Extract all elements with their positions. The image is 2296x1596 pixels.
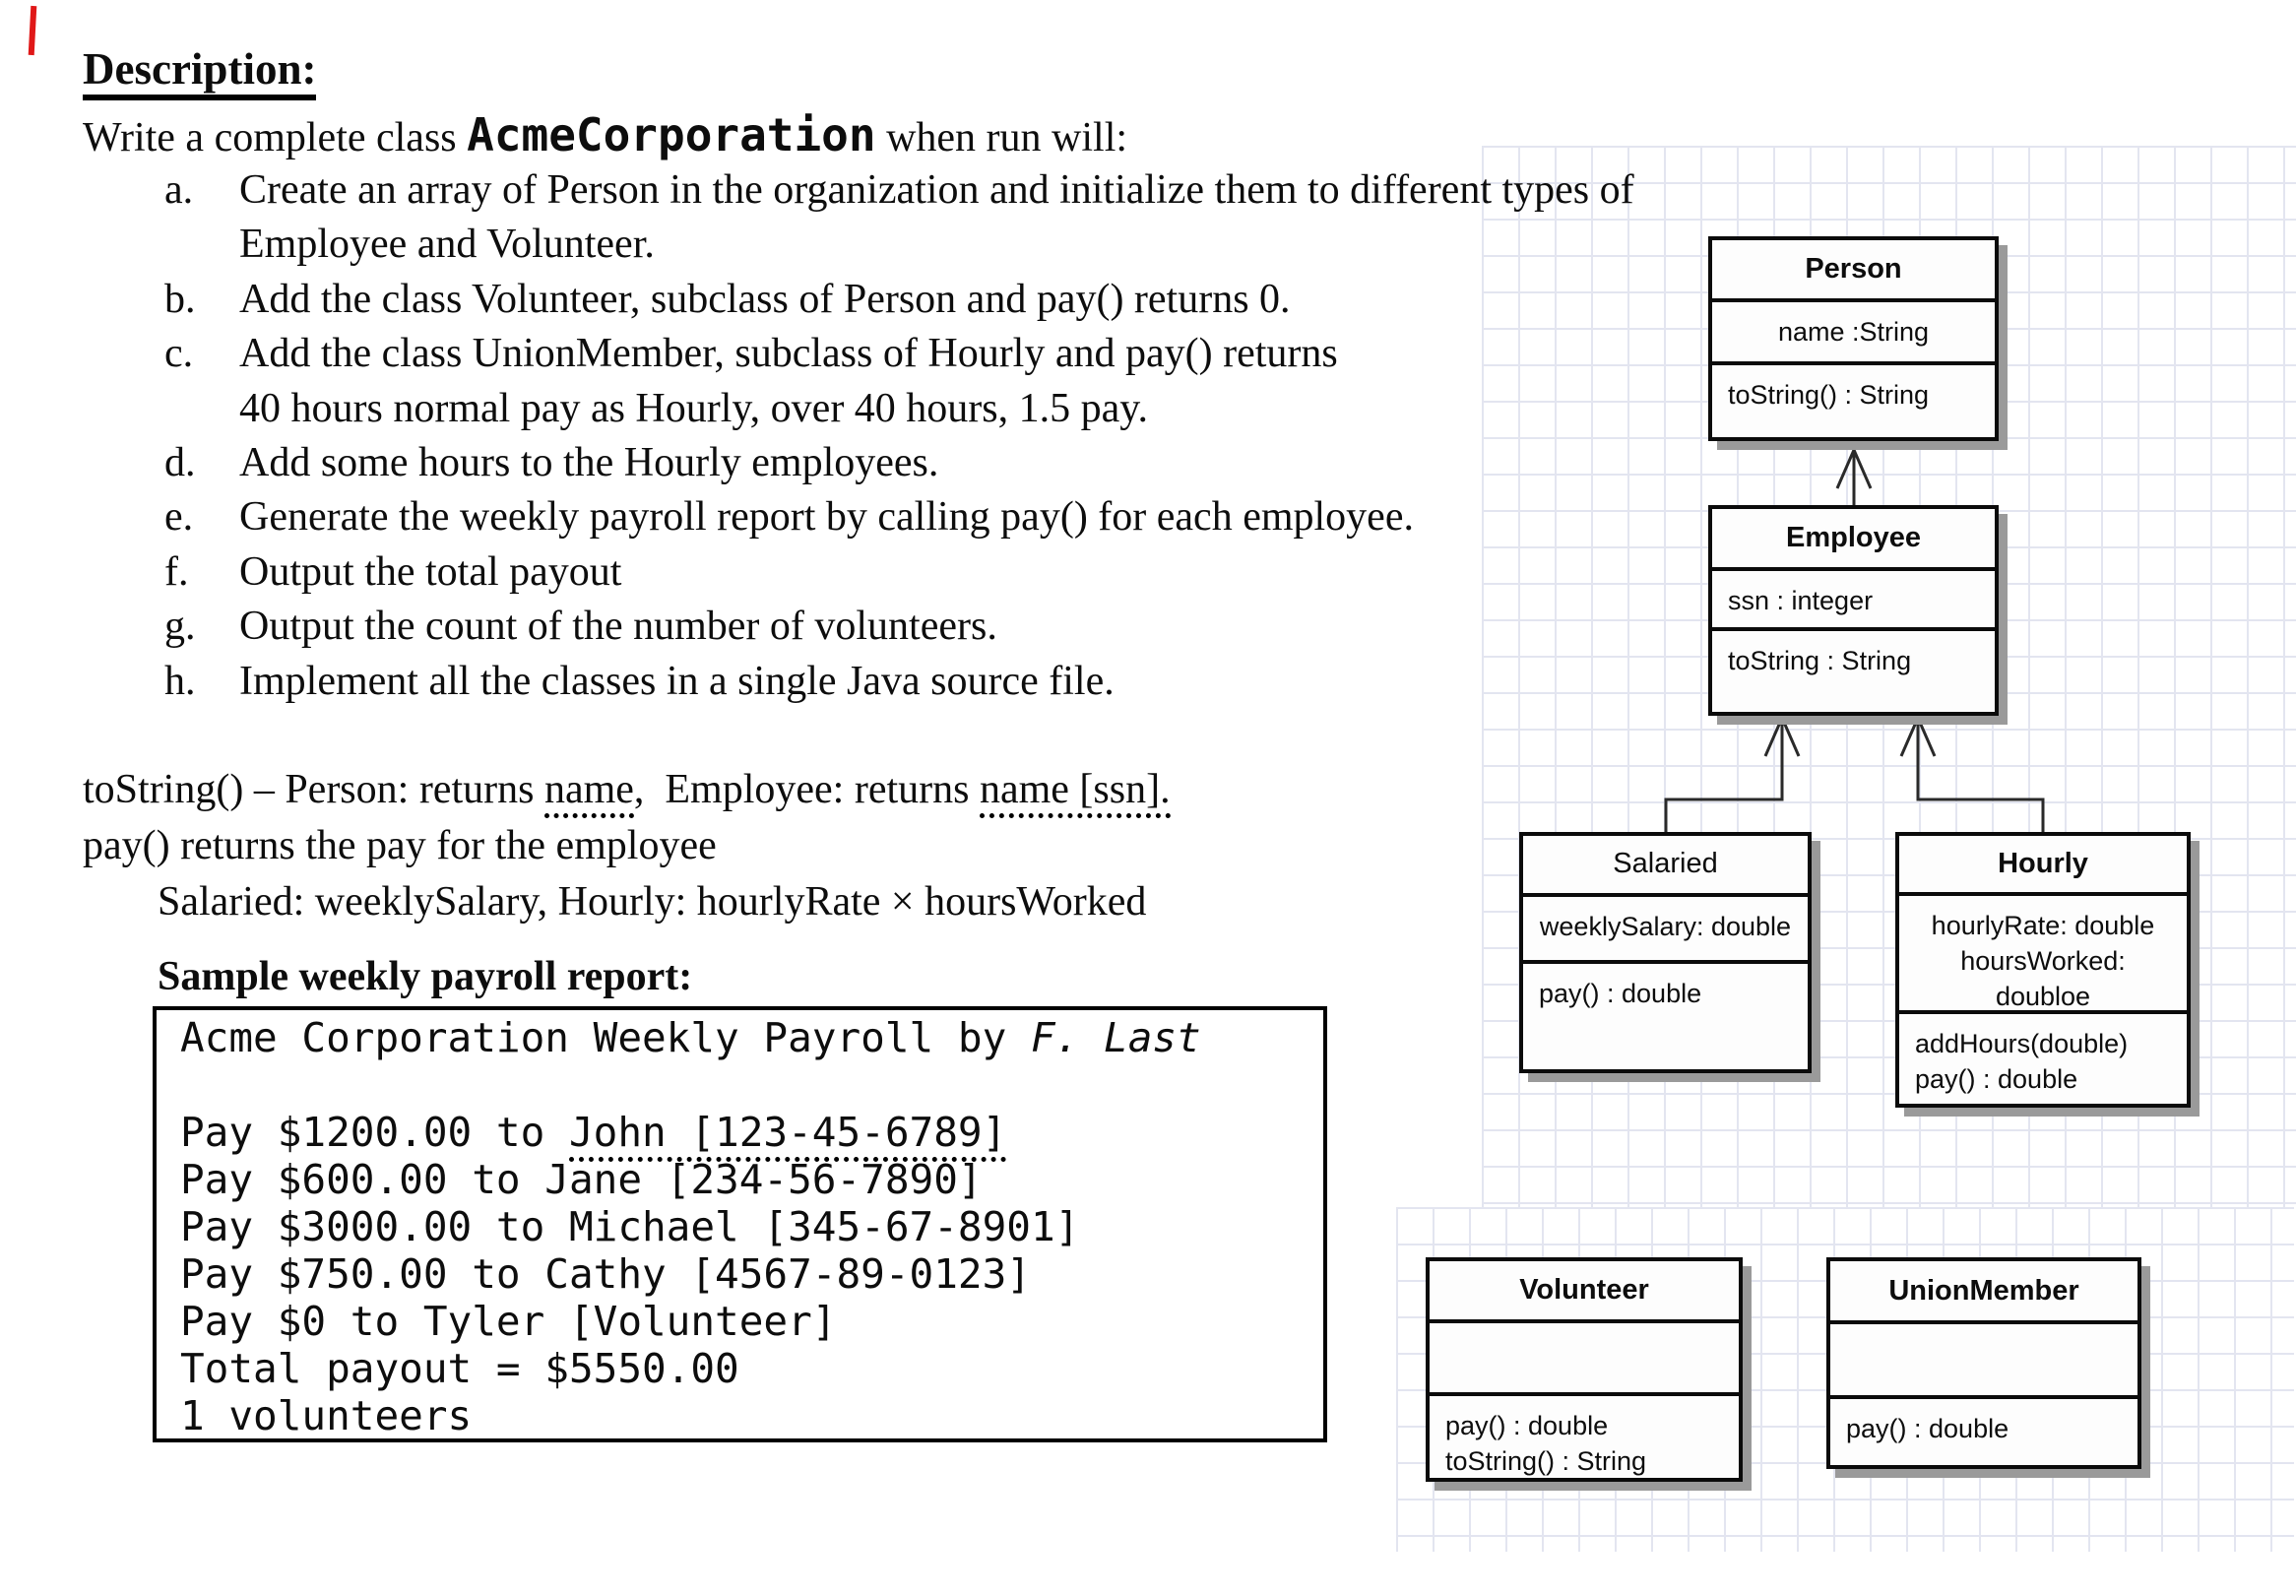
text-segment-dotted-underline: John [123-45-6789] xyxy=(568,1109,1007,1162)
uml-attributes-compartment: weeklySalary: double xyxy=(1523,892,1808,960)
uml-attributes-compartment xyxy=(1430,1318,1739,1392)
uml-class-title: Salaried xyxy=(1613,848,1718,880)
list-item-text: Output the count of the number of volunt… xyxy=(239,604,997,649)
text-segment-dotted-underline: name [ssn]. xyxy=(979,767,1171,818)
text-segment: , Employee: returns xyxy=(633,767,980,812)
uml-methods-compartment: toString : String xyxy=(1712,627,1995,712)
text-segment: Pay $0 to Tyler [Volunteer] xyxy=(180,1298,837,1345)
text-segment: Pay $600.00 to Jane [234-56-7890] xyxy=(180,1156,983,1203)
description-heading: Description: xyxy=(83,45,317,101)
sample-report-heading: Sample weekly payroll report: xyxy=(158,954,693,999)
list-item-text: Add the class Volunteer, subclass of Per… xyxy=(239,277,1291,322)
list-item-letter: e. xyxy=(164,494,194,540)
list-item-text: 40 hours normal pay as Hourly, over 40 h… xyxy=(239,386,1149,431)
list-item-text: Employee and Volunteer. xyxy=(239,222,655,267)
text-segment: pay() returns the pay for the employee xyxy=(83,823,717,868)
sample-report-box xyxy=(153,1006,1327,1442)
list-item-letter: c. xyxy=(164,331,194,376)
text-segment: Salaried: weeklySalary, Hourly: hourlyRa… xyxy=(158,879,1147,925)
text-segment-italic: F. Last xyxy=(1030,1014,1201,1061)
text-segment: Write a complete class xyxy=(83,115,468,160)
text-segment: toString() – Person: returns xyxy=(83,767,544,812)
list-item-text: Add the class UnionMember, subclass of H… xyxy=(239,331,1338,376)
red-pen-mark xyxy=(28,5,37,56)
text-segment: Pay $3000.00 to Michael [345-67-8901] xyxy=(180,1203,1080,1250)
text-segment: when run will: xyxy=(875,115,1128,160)
report-blank-line xyxy=(180,1061,1322,1109)
uml-methods-compartment: pay() : double xyxy=(1830,1394,2137,1465)
list-item-text: Generate the weekly payroll report by ca… xyxy=(239,494,1414,540)
report-line: Pay $0 to Tyler [Volunteer] xyxy=(180,1298,1322,1345)
uml-attributes-compartment: ssn : integer xyxy=(1712,567,1995,627)
list-item-letter: g. xyxy=(164,604,196,649)
list-item-text: Output the total payout xyxy=(239,549,622,595)
uml-methods-compartment: pay() : double toString() : String xyxy=(1430,1392,1739,1478)
uml-attributes-compartment: name :String xyxy=(1712,298,1995,361)
text-segment-dotted-underline: name xyxy=(543,767,634,818)
text-segment: 1 volunteers xyxy=(180,1392,473,1439)
report-line: Pay $3000.00 to Michael [345-67-8901] xyxy=(180,1203,1322,1250)
uml-methods-compartment: addHours(double) pay() : double xyxy=(1899,1009,2187,1104)
uml-methods-compartment: pay() : double xyxy=(1523,959,1808,1069)
report-line: Pay $600.00 to Jane [234-56-7890] xyxy=(180,1156,1322,1203)
sample-report-lines: Acme Corporation Weekly Payroll by F. La… xyxy=(180,1014,1322,1439)
note-line: Salaried: weeklySalary, Hourly: hourlyRa… xyxy=(158,878,1146,926)
list-item-letter: b. xyxy=(164,277,196,322)
uml-methods-compartment: toString() : String xyxy=(1712,360,1995,437)
uml-class-title: Person xyxy=(1805,253,1902,286)
list-item-letter: a. xyxy=(164,167,194,213)
list-item-text: Create an array of Person in the organiz… xyxy=(239,167,1634,213)
list-item-text: Add some hours to the Hourly employees. xyxy=(239,440,939,485)
text-segment-mono-bold: AcmeCorporation xyxy=(467,108,876,161)
list-item-letter: h. xyxy=(164,659,196,704)
note-line: toString() – Person: returns name, Emplo… xyxy=(83,766,1171,818)
uml-class-hourly: Hourly hourlyRate: double hoursWorked: do… xyxy=(1895,832,2191,1108)
report-line: Pay $750.00 to Cathy [4567-89-0123] xyxy=(180,1250,1322,1298)
intro-line: Write a complete class AcmeCorporation w… xyxy=(83,111,1127,161)
uml-class-title: UnionMember xyxy=(1888,1274,2079,1307)
uml-attributes-compartment xyxy=(1830,1320,2137,1394)
report-line: Total payout = $5550.00 xyxy=(180,1345,1322,1392)
uml-class-volunteer: Volunteer pay() : double toString() : Str… xyxy=(1426,1257,1743,1482)
text-segment: Pay $1200.00 to xyxy=(180,1109,569,1156)
text-segment: Acme Corporation Weekly Payroll by xyxy=(180,1014,1031,1061)
uml-attributes-compartment: hourlyRate: double hoursWorked: doubloe xyxy=(1899,891,2187,1011)
list-item-text: Implement all the classes in a single Ja… xyxy=(239,659,1115,704)
report-line: Acme Corporation Weekly Payroll by F. La… xyxy=(180,1014,1322,1061)
uml-class-unionmember: UnionMember pay() : double xyxy=(1826,1257,2141,1469)
uml-class-title: Employee xyxy=(1786,522,1921,554)
report-line: Pay $1200.00 to John [123-45-6789] xyxy=(180,1109,1322,1162)
text-segment: Total payout = $5550.00 xyxy=(180,1345,739,1392)
report-line: 1 volunteers xyxy=(180,1392,1322,1439)
note-line: pay() returns the pay for the employee xyxy=(83,822,717,869)
list-item-letter: d. xyxy=(164,440,196,485)
uml-class-title: Volunteer xyxy=(1519,1273,1649,1306)
uml-class-title: Hourly xyxy=(1998,847,2088,879)
text-segment: Pay $750.00 to Cathy [4567-89-0123] xyxy=(180,1250,1031,1298)
list-item-letter: f. xyxy=(164,549,189,595)
